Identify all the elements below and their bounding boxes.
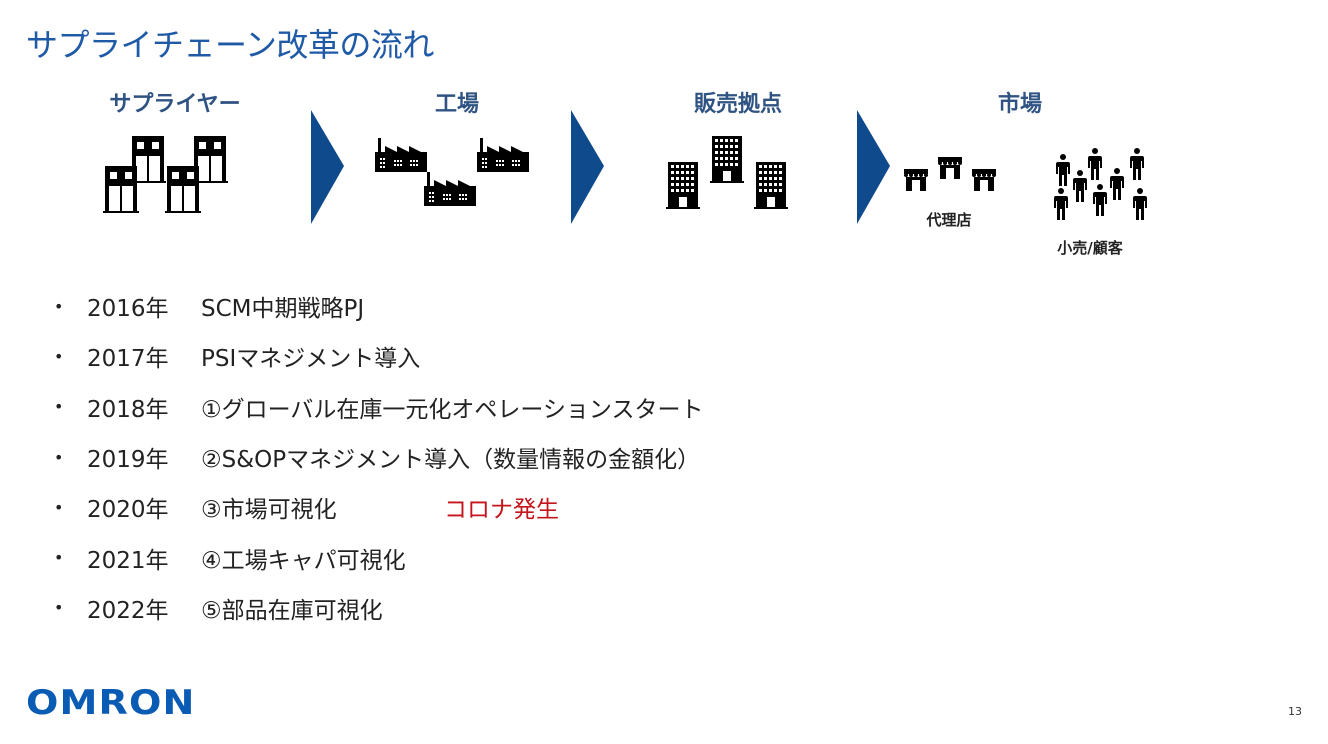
timeline-event: SCM中期戦略PJ: [201, 296, 365, 323]
stage-heading-factory: 工場: [434, 92, 480, 117]
timeline-year: 2017年: [87, 346, 169, 373]
timeline-event: ②S&OPマネジメント導入（数量情報の金額化）: [201, 447, 701, 474]
stage-heading-sales-base: 販売拠点: [693, 92, 783, 117]
stage-heading-market: 市場: [997, 92, 1043, 117]
flow-arrow-icon: [857, 110, 890, 224]
timeline-event: PSIマネジメント導入: [201, 346, 421, 373]
factory-icon: [375, 138, 529, 206]
timeline-year: 2021年: [87, 547, 169, 574]
timeline-item: • 2019年 ②S&OPマネジメント導入（数量情報の金額化）: [54, 432, 703, 482]
stage-heading-supplier: サプライヤー: [109, 92, 241, 117]
timeline-event: ①グローバル在庫一元化オペレーションスタート: [201, 396, 704, 423]
office-building-icon: [666, 136, 788, 209]
timeline-list: • 2016年 SCM中期戦略PJ • 2017年 PSIマネジメント導入 • …: [54, 281, 703, 633]
timeline-year: 2022年: [87, 597, 169, 624]
timeline-event: ⑤部品在庫可視化: [201, 597, 383, 624]
covid-note: コロナ発生: [444, 497, 559, 524]
page-number: 13: [1288, 705, 1302, 718]
people-icon: [1054, 148, 1147, 220]
bullet: •: [54, 598, 64, 618]
supplier-buildings-icon: [103, 136, 228, 213]
flow-arrow-icon: [571, 110, 604, 224]
flow-arrow-icon: [311, 110, 344, 224]
timeline-item: • 2020年 ③市場可視化 コロナ発生: [54, 482, 703, 532]
timeline-item: • 2018年 ①グローバル在庫一元化オペレーションスタート: [54, 382, 703, 432]
timeline-year: 2016年: [87, 296, 169, 323]
timeline-year: 2020年: [87, 497, 169, 524]
timeline-item: • 2016年 SCM中期戦略PJ: [54, 281, 703, 331]
bullet: •: [54, 296, 64, 316]
storefront-icon: [904, 157, 996, 191]
bullet: •: [54, 497, 64, 517]
timeline-event: ④工場キャパ可視化: [201, 547, 406, 574]
customer-label: 小売/顧客: [1057, 239, 1123, 257]
timeline-year: 2019年: [87, 447, 169, 474]
bullet: •: [54, 346, 64, 366]
agency-label: 代理店: [926, 211, 972, 229]
timeline-item: • 2017年 PSIマネジメント導入: [54, 331, 703, 381]
bullet: •: [54, 397, 64, 417]
bullet: •: [54, 447, 64, 467]
timeline-item: • 2021年 ④工場キャパ可視化: [54, 532, 703, 582]
bullet: •: [54, 548, 64, 568]
slide-title: サプライチェーン改革の流れ: [26, 26, 434, 64]
timeline-item: • 2022年 ⑤部品在庫可視化: [54, 583, 703, 633]
omron-logo: OMRON: [26, 683, 196, 723]
timeline-event: ③市場可視化: [201, 497, 337, 524]
timeline-year: 2018年: [87, 396, 169, 423]
